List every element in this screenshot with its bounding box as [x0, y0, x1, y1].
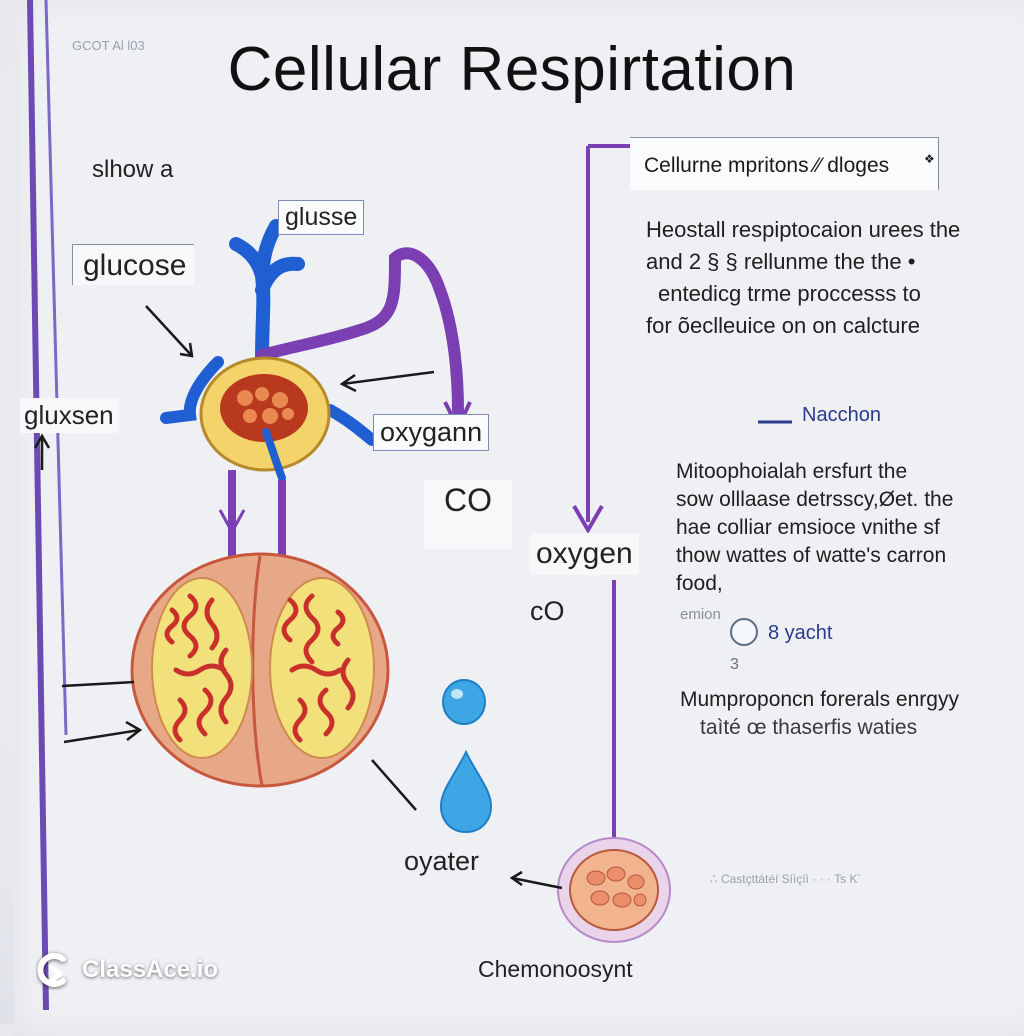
blue-tube-into-cell [262, 428, 286, 482]
paragraph-2-line: thow wattes of watte's carron [676, 544, 947, 567]
paragraph-2-line: hae colliar emsioce vnithe sf [676, 516, 940, 539]
show-label: slhow a [92, 156, 174, 183]
brand-name: ClassAce.io [82, 956, 219, 983]
blue-vessel-right [324, 404, 378, 446]
blue-vessel [229, 219, 305, 367]
header-mark-icon: ❖ [924, 152, 935, 166]
paragraph-1-line: and 2 § § rellunme the the • [646, 249, 916, 274]
three-label: 3 [730, 656, 739, 673]
mito-inner-right [269, 577, 375, 759]
oyater-label: oyater [404, 846, 480, 876]
droplet-highlight [451, 689, 463, 699]
faint-bottom-text: ∴ Castçttátéí Síìçíì · · · Ts K´ [710, 872, 862, 886]
arrow-mito-2 [63, 728, 141, 744]
oxygann-label: oxygann [373, 414, 490, 451]
water-droplet-round [442, 679, 486, 725]
emion-label: emion [680, 606, 721, 623]
paragraph-2-line: food, [676, 572, 723, 595]
glusse-label: glusse [278, 200, 365, 235]
arrow-to-water [371, 759, 417, 811]
purple-bracket-arrowhead [572, 504, 604, 534]
arrow-mito-1 [61, 680, 135, 688]
nucleus-granules [237, 387, 294, 424]
radio-circle-icon [730, 618, 758, 646]
arrow-to-cell-right-head [339, 373, 357, 393]
right-header-box: Cellurne mpritons ⁄⁄ dloges ❖ [630, 137, 939, 190]
left-margin-line-inner [44, 0, 68, 736]
purple-arrow-curve [256, 247, 464, 416]
paragraph-3: Mumproponcn forerals enrgyy taìté œ thas… [680, 686, 959, 742]
right-header-text: Cellurne mpritons ⁄⁄ dloges [644, 154, 890, 177]
co-upper-label: CO [424, 480, 512, 549]
arrow-oyater-head [509, 870, 523, 887]
paragraph-2: Mitoophoialah ersfurt the sow olllaase d… [676, 458, 953, 598]
nacchon-label: Nacchon [802, 404, 881, 426]
oxygen-label: oxygen [530, 533, 639, 575]
paragraph-2-line: Mitoophoialah ersfurt the [676, 460, 908, 483]
paragraph-2-line: sow olllaase detrsscy,Øet. the [676, 488, 954, 511]
brand-logo: ClassAce.io [36, 948, 218, 992]
purple-down-left-head [218, 509, 246, 536]
small-cell-granules [586, 866, 647, 908]
co-lower-label: cO [530, 596, 565, 626]
paragraph-1: Heostall respiptocaion urees the and 2 §… [646, 214, 960, 342]
arrow-up-head [33, 433, 51, 449]
paragraph-3-line: Mumproponcn forerals enrgyy [680, 688, 959, 711]
paragraph-1-line: entedicg trme proccesss to [658, 281, 921, 306]
paragraph-1-line: Heostall respiptocaion urees the [646, 217, 961, 242]
blue-vessel-left [160, 356, 224, 424]
faint-corner-text: GCOT Al l03 [72, 38, 145, 53]
arrow-mito-2-head [125, 720, 143, 741]
small-cell [569, 849, 659, 931]
arrow-to-cell-right [341, 370, 435, 386]
paragraph-3-line: taìté œ thaserfis waties [700, 716, 918, 739]
arrow-glucose-to-cell [145, 305, 193, 357]
left-margin-line [27, 0, 49, 1011]
water-droplet-teardrop [439, 749, 493, 834]
brand-logo-icon [37, 953, 66, 987]
yacht-label: 8 yacht [768, 622, 833, 644]
glucose-label: glucose [72, 244, 195, 285]
gluxsen-label: gluxsen [20, 398, 118, 433]
mito-cristae [164, 593, 356, 743]
paragraph-1-line: for õeclleuice on on calcture [646, 313, 920, 338]
chemonoosynt-label: Chemonoosynt [478, 956, 633, 982]
arrow-glucose-head [179, 342, 194, 358]
page-title: Cellular Respirtation [227, 35, 797, 104]
arrow-to-small-cell [511, 876, 563, 890]
